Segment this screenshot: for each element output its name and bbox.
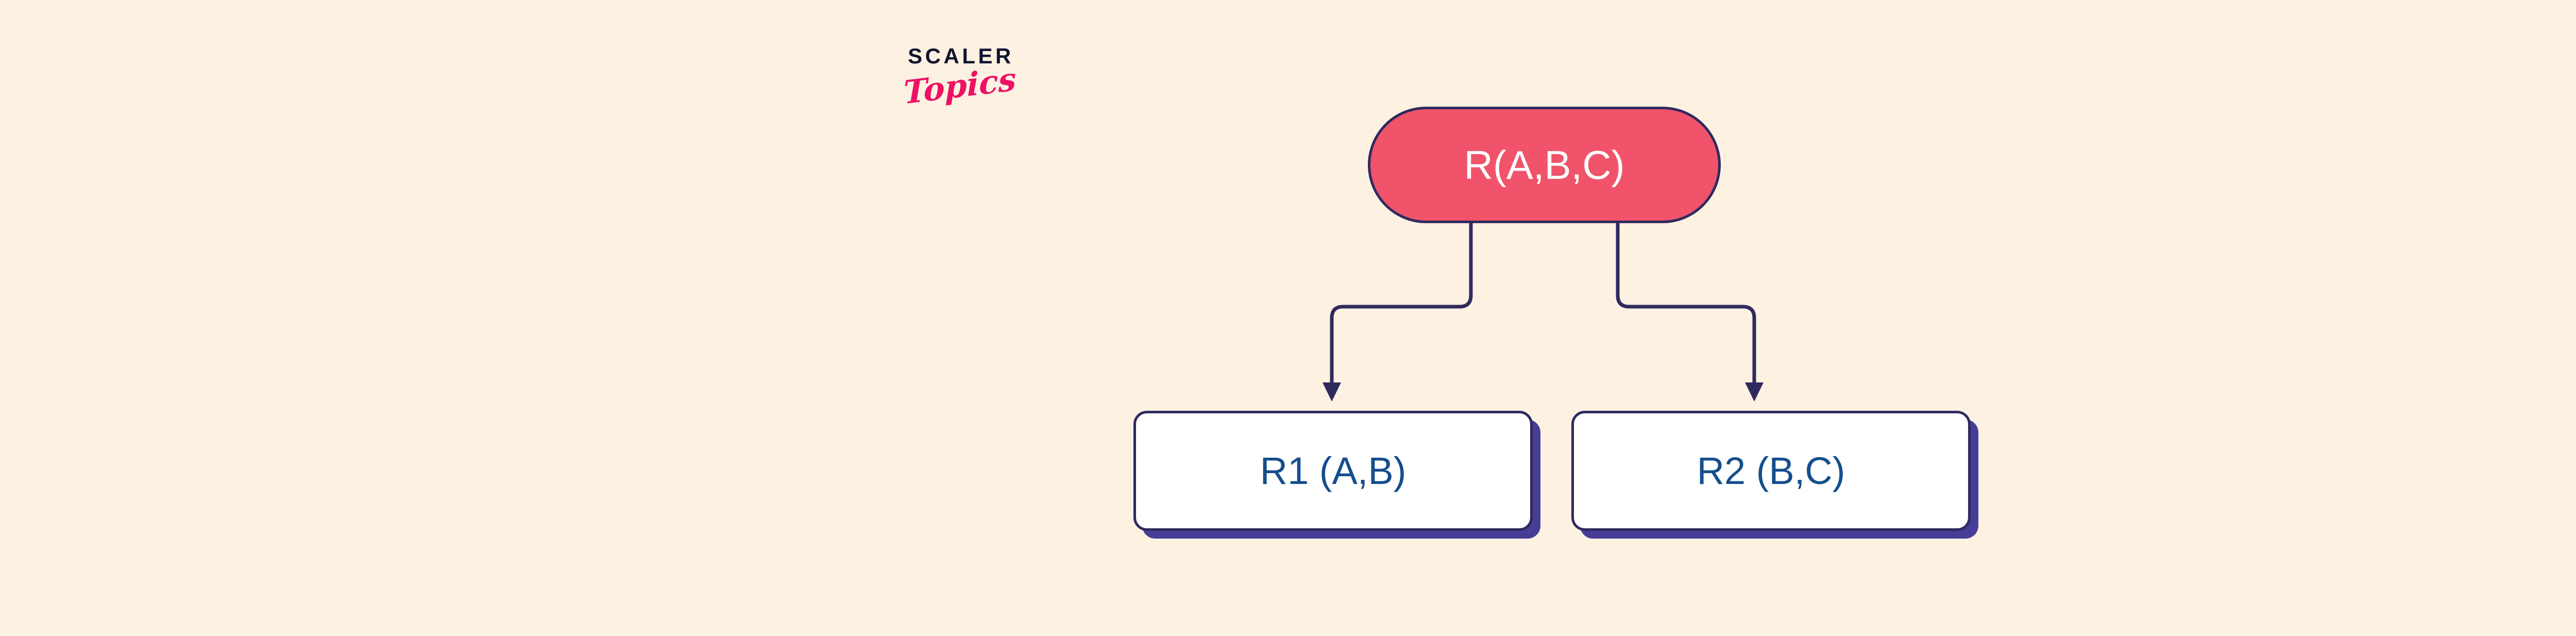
arrowhead-r1 (1323, 382, 1341, 401)
node-child-r2[interactable]: R2 (B,C) (1571, 411, 1971, 531)
node-child-r1-label: R1 (A,B) (1260, 449, 1406, 492)
logo-wordmark-topics: Topics (903, 60, 1016, 112)
node-child-r2-label: R2 (B,C) (1697, 449, 1845, 492)
scaler-topics-logo: SCALER Topics (895, 45, 1024, 133)
arrowhead-r2 (1745, 382, 1764, 401)
edge-r-to-r2 (1616, 223, 1756, 382)
node-parent-label: R(A,B,C) (1464, 142, 1625, 188)
edge-r-to-r1 (1330, 223, 1473, 382)
logo-wordmark-scaler: SCALER (908, 44, 1014, 68)
node-parent-relation[interactable]: R(A,B,C) (1368, 107, 1721, 223)
node-child-r1[interactable]: R1 (A,B) (1133, 411, 1533, 531)
